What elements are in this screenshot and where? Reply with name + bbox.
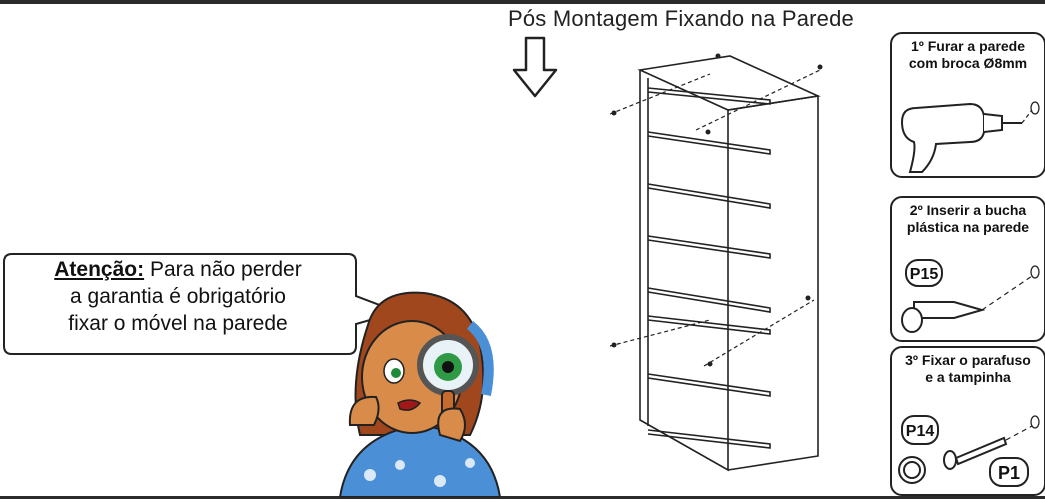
top-border — [0, 0, 1045, 4]
page-title: Pós Montagem Fixando na Parede — [508, 6, 854, 31]
step-3-line2: e a tampinha — [925, 369, 1011, 385]
warning-line1: Para não perder — [149, 258, 302, 281]
warning-label: Atenção: — [54, 258, 145, 281]
part-p14-label: P14 — [906, 423, 935, 440]
drill-icon — [900, 101, 1040, 173]
part-p15-label: P15 — [910, 266, 939, 283]
bookcase-diagram — [609, 53, 823, 472]
bottom-border — [0, 496, 1045, 499]
wall-plug-icon: P15 — [901, 259, 1040, 333]
step-1-line1: 1º Furar a parede — [910, 38, 1026, 54]
step-3-text: 3º Fixar o parafuso e a tampinha — [892, 352, 1044, 386]
speech-bubble — [3, 253, 402, 355]
part-p1-label: P1 — [998, 463, 1020, 483]
warning-line2: a garantia é obrigatório — [70, 285, 286, 308]
warning-text: Atenção: Para não perder a garantia é ob… — [8, 256, 348, 337]
down-arrow-icon — [512, 36, 558, 98]
step-1-text: 1º Furar a parede com broca Ø8mm — [892, 38, 1044, 72]
step-3-panel: 3º Fixar o parafuso e a tampinha P14 P1 — [890, 346, 1045, 496]
step-3-line1: 3º Fixar o parafuso — [905, 352, 1031, 368]
step-2-text: 2º Inserir a bucha plástica na parede — [892, 202, 1044, 236]
warning-line3: fixar o móvel na parede — [68, 312, 288, 335]
step-2-line2: plástica na parede — [906, 219, 1030, 235]
step-1-panel: 1º Furar a parede com broca Ø8mm — [890, 32, 1045, 178]
step-1-line2: com broca Ø8mm — [908, 55, 1028, 71]
screw-and-cap-icon: P14 P1 — [898, 415, 1040, 487]
mascot-magnifier-illustration — [338, 291, 502, 497]
step-2-panel: 2º Inserir a bucha plástica na parede P1… — [890, 196, 1045, 342]
step-2-line1: 2º Inserir a bucha — [909, 202, 1027, 218]
